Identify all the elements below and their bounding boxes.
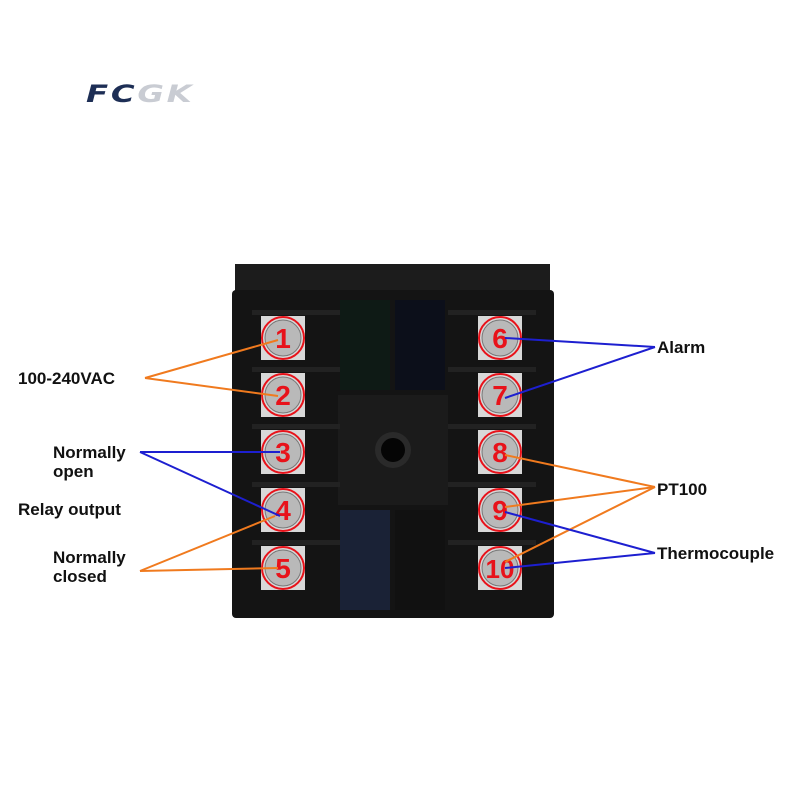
terminal-number: 9 [492,495,508,526]
terminal-divider [252,367,340,372]
terminal-1: 1 [252,310,340,360]
label-line: Normally [53,443,126,462]
wiring-leader-line [504,454,656,488]
label-power: 100-240VAC [18,369,116,388]
wiring-leader-line [504,552,656,569]
wiring-leader-line [504,337,656,348]
label-pt100: PT100 [657,480,708,499]
wiring-leader-line [139,567,279,572]
terminal-divider [252,424,340,429]
terminal-divider [448,482,536,487]
window [395,510,445,610]
terminal-divider [448,424,536,429]
terminal-divider [448,367,536,372]
terminal-ring [478,373,522,417]
screw-icon [481,433,519,471]
label-thermocouple: Thermocouple [657,544,775,563]
wiring-leader-line [504,486,656,508]
terminal-ring [478,488,522,532]
terminal-divider [448,310,536,315]
terminal-number: 2 [275,380,291,411]
terminal-divider [252,310,340,315]
terminal-number: 7 [492,380,508,411]
label-line: Normally [53,548,126,567]
terminal-2: 2 [252,367,340,417]
screw-icon [481,491,519,529]
wiring-leader-line [144,339,279,379]
terminal-number: 6 [492,323,508,354]
terminal-ring [478,430,522,474]
terminal-number: 1 [275,323,291,354]
wiring-leader-line [139,451,281,517]
terminal-divider [252,540,340,545]
brand-logo: FCGK [86,80,195,108]
window [395,300,445,390]
window [340,300,390,390]
terminal-ring [261,316,305,360]
terminal-6: 6 [448,310,536,360]
terminal-number: 8 [492,437,508,468]
label-line: closed [53,567,107,586]
terminal-9: 9 [448,482,536,532]
label-alarm: Alarm [657,338,706,357]
wiring-leader-line [139,515,276,572]
terminal-ring [261,373,305,417]
terminal-number: 4 [275,495,291,526]
terminal-8: 8 [448,424,536,474]
terminal-divider [448,540,536,545]
terminal-number: 5 [275,553,291,584]
terminal-3: 3 [252,424,340,474]
terminal-ring [478,546,522,590]
hole-inner [381,438,405,462]
screw-icon [481,376,519,414]
window [340,510,390,610]
terminal-ring [261,488,305,532]
terminal-number: 3 [275,437,291,468]
label-relay-output: Relay output [18,500,121,519]
wiring-leader-line [504,511,656,554]
wiring-leader-line [504,346,656,399]
terminal-divider [252,482,340,487]
device-top [235,264,550,294]
wiring-leader-line [144,377,279,397]
screw-icon [264,319,302,357]
label-line: open [53,462,94,481]
wiring-leader-line [504,486,656,563]
